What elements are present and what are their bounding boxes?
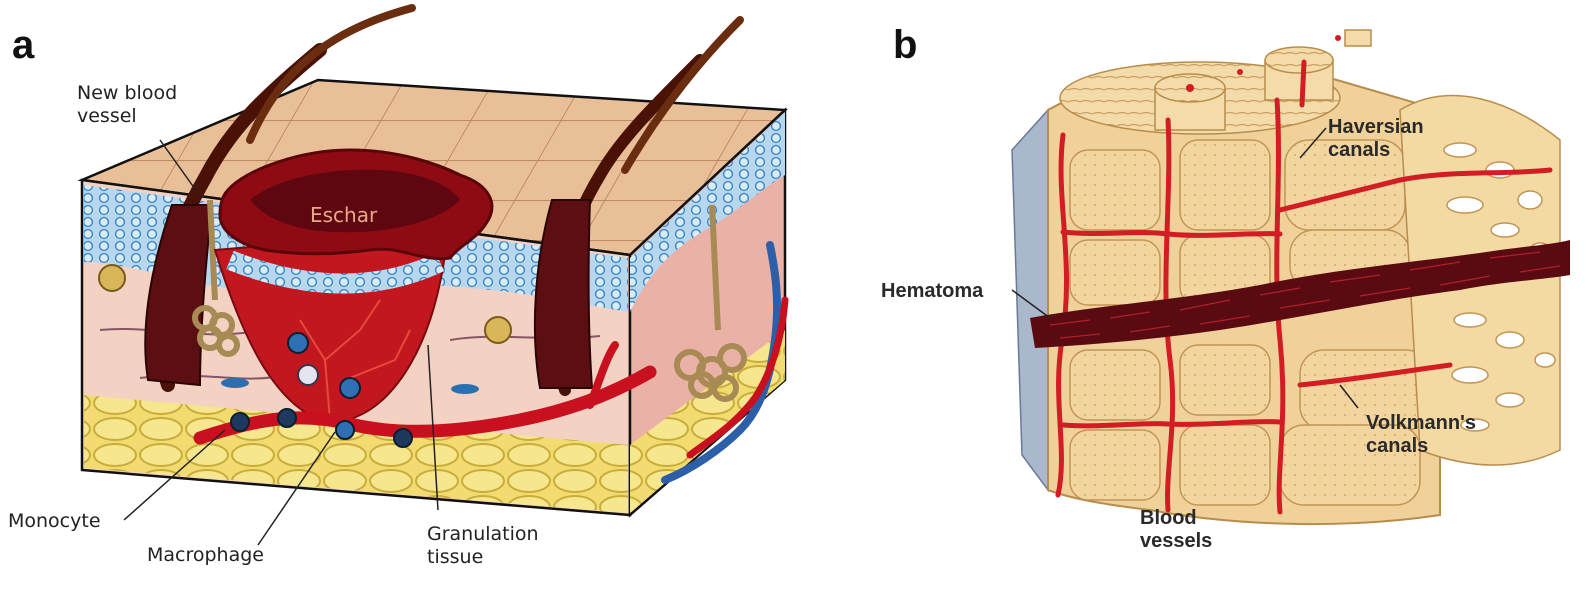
label-hematoma: Hematoma	[881, 280, 984, 302]
label-line: canals	[1328, 139, 1391, 161]
label-line: vessel	[77, 105, 137, 127]
label-line: tissue	[427, 546, 484, 568]
label-macrophage: Macrophage	[147, 544, 264, 566]
label-line: Haversian	[1328, 116, 1424, 138]
hair-follicle-right	[533, 54, 706, 396]
sebaceous-gland	[98, 264, 126, 292]
fat-layer	[84, 395, 628, 513]
osteon-column	[1264, 46, 1334, 101]
osteon-column	[1154, 73, 1226, 131]
label-line: vessels	[1140, 530, 1213, 552]
label-line: Granulation	[427, 523, 539, 545]
leader-lines-a	[123, 139, 439, 546]
label-granulation-tissue: Granulation tissue	[427, 523, 539, 569]
hematoma	[1030, 240, 1570, 348]
leader-lines-b	[1011, 127, 1359, 409]
hair-shaft-2	[621, 16, 744, 174]
label-line: New blood	[77, 82, 178, 104]
label-line: Volkmann's	[1366, 412, 1476, 434]
macrophage-cells	[287, 332, 361, 440]
label-haversian-canals: Haversian canals	[1328, 116, 1424, 162]
vein	[661, 241, 789, 484]
monocyte-cells	[230, 408, 413, 448]
label-eschar: Eschar	[310, 203, 378, 227]
label-new-blood-vessel: New blood vessel	[77, 82, 177, 128]
sweat-gland-right	[674, 204, 747, 402]
hair-shaft-1	[246, 4, 416, 144]
periosteum	[1011, 108, 1049, 493]
label-blood-vessels: Blood vessels	[1140, 507, 1212, 553]
sebaceous-gland	[484, 316, 512, 344]
label-volkmanns-canals: Volkmann's canals	[1366, 412, 1476, 458]
bone-blood-vessels	[1055, 59, 1553, 515]
label-line: canals	[1366, 435, 1429, 457]
sweat-gland-left	[192, 199, 240, 357]
label-monocyte: Monocyte	[8, 510, 101, 532]
panel-letter-a: a	[12, 23, 35, 67]
label-line: Blood	[1140, 507, 1197, 529]
panel-letter-b: b	[893, 23, 918, 67]
